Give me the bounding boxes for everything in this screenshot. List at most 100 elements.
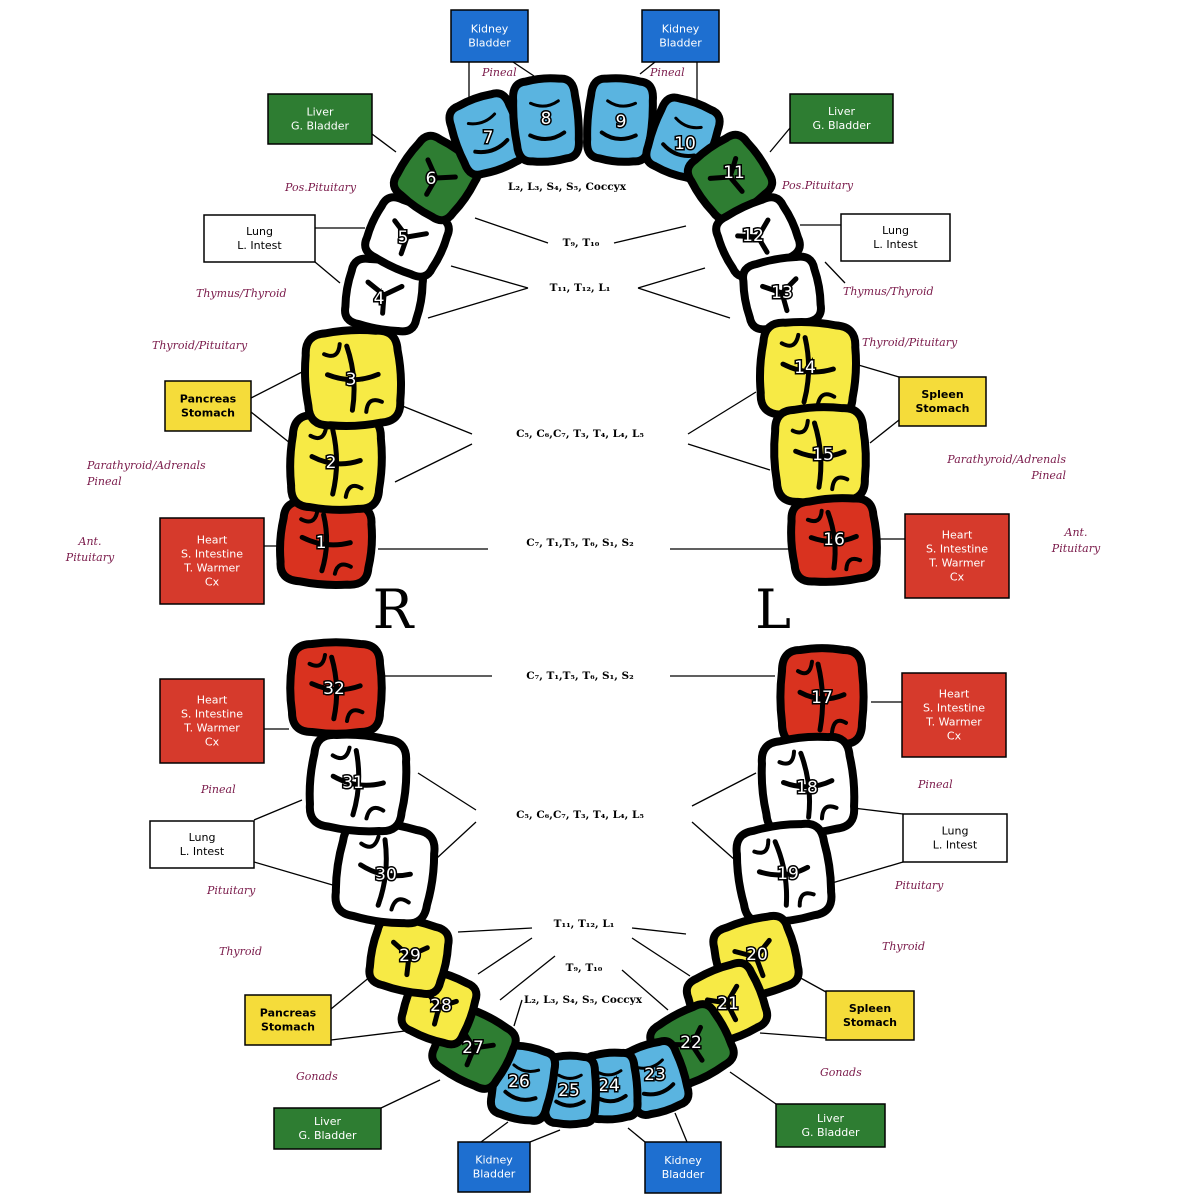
connector-line <box>631 927 687 935</box>
gland-label-pineal-ul: Pineal <box>649 66 685 79</box>
connector-line <box>253 799 303 821</box>
gland-label-ant-pit-ur: Pituitary <box>65 551 115 564</box>
organ-box-text: Cx <box>950 571 965 584</box>
tooth-groove <box>344 343 357 413</box>
tooth-groove <box>825 509 838 571</box>
connector-line <box>371 133 397 153</box>
connector-line <box>513 999 523 1027</box>
tooth-groove <box>830 475 850 492</box>
gland-label-thyroid-pit-ur: Thyroid/Pituitary <box>152 339 248 352</box>
organ-box-text: Stomach <box>916 402 970 415</box>
connector-line <box>637 267 706 289</box>
organ-box-text: Cx <box>947 730 962 743</box>
organ-box-text: Lung <box>189 831 216 844</box>
tooth-groove <box>805 508 824 524</box>
spine-label-sp-u4: C₅, C₆,C₇, T₃, T₄, L₄, L₅ <box>516 428 644 440</box>
tooth-groove <box>329 654 340 722</box>
tooth-number-12: 12 <box>742 226 764 246</box>
organ-box-text: Pancreas <box>260 1007 317 1020</box>
tooth-groove <box>512 1063 541 1073</box>
tooth-groove <box>752 838 771 855</box>
gland-label-ant-pit-ur: Ant. <box>78 535 102 548</box>
organ-box-text: Kidney <box>662 23 700 36</box>
spine-label-sp-l1: C₇, T₁,T₅, T₆, S₁, S₂ <box>526 670 634 682</box>
tooth-number-15: 15 <box>812 445 834 465</box>
organ-box-frame <box>159 678 265 764</box>
organ-box-text: L. Intest <box>873 238 918 251</box>
gland-label-thymus-ul: Thymus/Thyroid <box>843 285 934 298</box>
tooth-groove <box>332 562 353 576</box>
tooth-groove <box>350 748 362 818</box>
tooth-groove <box>330 745 352 761</box>
organ-box-frame <box>840 213 951 262</box>
tooth-groove <box>790 418 810 435</box>
tooth-groove <box>661 142 697 158</box>
tooth-groove <box>599 130 638 141</box>
organ-box-text: S. Intestine <box>926 543 988 556</box>
spine-label-sp-u1: L₂, L₃, S₄, S₅, Coccyx <box>508 181 627 193</box>
gland-label-thyroid-pit-ul: Thyroid/Pituitary <box>862 336 958 349</box>
connector-line <box>499 955 556 1001</box>
tooth-groove <box>473 138 510 155</box>
tooth-19 <box>732 819 836 927</box>
tooth-11 <box>683 130 777 224</box>
tooth-number-26: 26 <box>508 1072 530 1092</box>
tooth-number-25: 25 <box>558 1081 580 1101</box>
tooth-groove <box>797 891 816 908</box>
organ-box-frame <box>244 994 332 1046</box>
tooth-number-2: 2 <box>326 453 337 473</box>
tooth-number-20: 20 <box>746 945 768 965</box>
connector-line <box>457 927 533 933</box>
connector-line <box>474 217 549 244</box>
organ-box-frame <box>775 1103 886 1148</box>
tooth-number-28: 28 <box>430 996 452 1016</box>
tooth-groove <box>704 983 740 1023</box>
tooth-18 <box>757 732 859 838</box>
connector-line <box>687 391 757 435</box>
tooth-groove <box>819 804 839 821</box>
organ-box-text: Kidney <box>664 1154 702 1167</box>
connector-line <box>824 261 846 284</box>
organ-box-text: Pancreas <box>180 393 237 406</box>
tooth-groove <box>844 556 863 572</box>
connector-line <box>330 975 372 1010</box>
connector-line <box>796 975 827 993</box>
connector-line <box>831 861 904 884</box>
organ-box-text: L. Intest <box>237 239 282 252</box>
connector-line <box>394 443 473 483</box>
tooth-number-23: 23 <box>644 1065 666 1085</box>
tooth-number-5: 5 <box>398 228 409 248</box>
tooth-groove <box>801 335 812 405</box>
tooth-groove <box>319 512 330 574</box>
tooth-number-9: 9 <box>616 112 627 132</box>
connector-line <box>250 411 296 448</box>
tooth-groove <box>669 1024 705 1063</box>
gland-label-pituitary-ll: Pituitary <box>894 879 944 892</box>
spine-label-sp-l3: T₁₁, T₁₂, L₁ <box>554 918 615 930</box>
organ-box-text: Cx <box>205 736 220 749</box>
tooth-groove <box>597 1069 623 1077</box>
tooth-30 <box>331 818 439 928</box>
tooth-crown <box>509 74 583 166</box>
tooth-groove <box>606 99 637 108</box>
tooth-groove <box>732 937 772 979</box>
side-label-left: L <box>755 578 791 641</box>
tooth-groove <box>554 1099 586 1108</box>
organ-box-text: Bladder <box>468 37 511 50</box>
organ-box-text: T. Warmer <box>183 722 240 735</box>
gland-label-thyroid-ll: Thyroid <box>882 940 925 953</box>
gland-label-pineal-ur: Pineal <box>481 66 517 79</box>
connector-line <box>512 61 535 77</box>
spine-label-sp-l2: C₅, C₆,C₇, T₃, T₄, L₄, L₅ <box>516 809 644 821</box>
connector-line <box>729 1071 777 1105</box>
tooth-number-3: 3 <box>346 370 357 390</box>
